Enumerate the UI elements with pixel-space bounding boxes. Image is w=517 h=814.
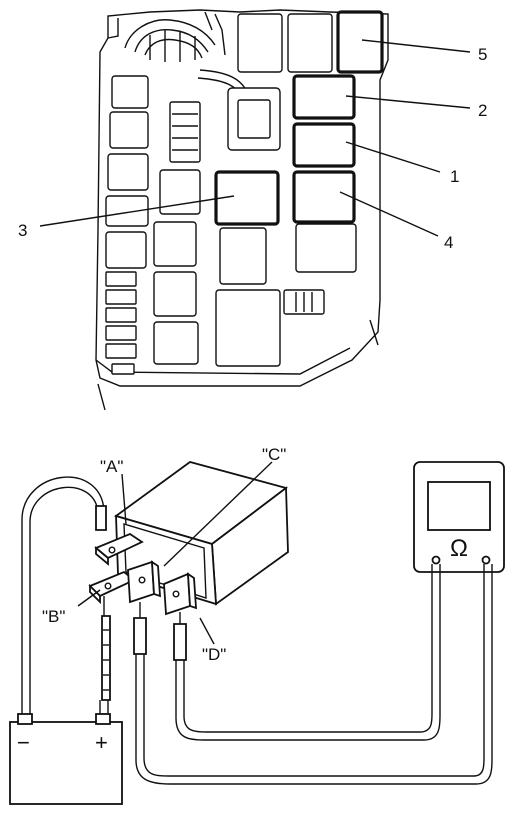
leader-C bbox=[163, 461, 273, 567]
battery-positive-label: + bbox=[95, 730, 108, 755]
relay-test: − + Ω bbox=[9, 445, 505, 805]
relay-2 bbox=[292, 74, 356, 120]
relay-3 bbox=[214, 170, 280, 226]
label-B: "B" bbox=[42, 607, 65, 626]
ohmmeter-jack-right bbox=[481, 555, 491, 565]
battery-negative-post bbox=[17, 713, 33, 725]
probe-D bbox=[173, 623, 187, 661]
battery: − + bbox=[9, 713, 123, 805]
lead-clip-A bbox=[95, 505, 107, 531]
ohmmeter-display bbox=[427, 481, 491, 531]
ohmmeter-jack-left bbox=[431, 555, 441, 565]
leader-D bbox=[199, 617, 215, 645]
relay-box: 5 2 1 3 4 bbox=[18, 9, 487, 411]
label-C: "C" bbox=[262, 445, 286, 464]
relay-4 bbox=[292, 170, 356, 224]
leader-B bbox=[77, 589, 101, 607]
label-D: "D" bbox=[202, 645, 226, 664]
ohm-symbol: Ω bbox=[450, 535, 468, 562]
callout-2: 2 bbox=[478, 101, 487, 120]
battery-positive-post bbox=[95, 713, 111, 725]
ohmmeter: Ω bbox=[413, 461, 505, 573]
leader-A bbox=[121, 473, 127, 525]
relay-top-2 bbox=[287, 13, 333, 73]
battery-negative-label: − bbox=[17, 730, 30, 755]
callout-4: 4 bbox=[444, 233, 453, 252]
callout-3: 3 bbox=[18, 221, 27, 240]
battery-body bbox=[9, 721, 123, 805]
relay-1 bbox=[292, 122, 356, 168]
label-A: "A" bbox=[100, 457, 123, 476]
probe-C bbox=[133, 617, 147, 655]
callout-5: 5 bbox=[478, 45, 487, 64]
callout-1: 1 bbox=[450, 167, 459, 186]
fuse-column-left bbox=[105, 75, 149, 375]
wire-harness bbox=[124, 11, 251, 105]
probe-B bbox=[101, 615, 111, 701]
relay-top-1 bbox=[237, 13, 283, 73]
